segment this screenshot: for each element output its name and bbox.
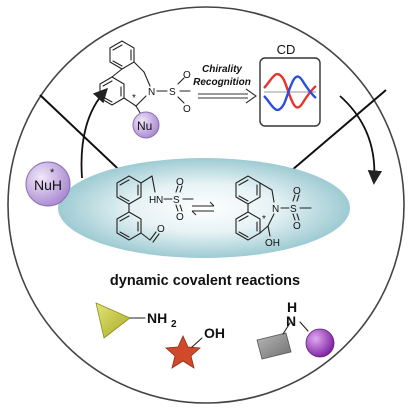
right-o1-atom: O (293, 186, 301, 197)
top-molecule: N S O O * Nu (99, 40, 191, 139)
left-divider-line (39, 94, 133, 183)
left-s-atom: S (173, 195, 180, 206)
nucleophile-group: NuH * (25, 161, 71, 207)
aldehyde-o-atom: O (157, 224, 165, 235)
secondary-amine-group: H N (256, 299, 335, 360)
central-ellipse (58, 158, 350, 258)
gray-rectangle (256, 332, 292, 360)
cyclic-hemiaminal-molecule: N * OH S O O (235, 175, 312, 249)
amine-sub-label: 2 (171, 319, 177, 330)
equilibrium-arrows (191, 201, 215, 216)
right-divider-line (277, 89, 387, 183)
open-aldehyde-molecule: H N S O O O (116, 175, 194, 243)
right-oh-atom: OH (265, 238, 280, 249)
left-o2-atom: O (176, 212, 184, 223)
left-h-atom: H (149, 195, 156, 206)
right-n-atom: N (272, 204, 279, 215)
cd-label: CD (277, 42, 296, 57)
top-s-atom: S (169, 87, 176, 98)
secondary-amine-h-label: H (287, 299, 297, 315)
nu-ball (132, 111, 160, 139)
right-s-atom: S (290, 204, 297, 215)
nuh-star: * (50, 167, 55, 179)
left-n-atom: N (156, 195, 163, 206)
outer-circle (7, 6, 405, 404)
top-o1-atom: O (183, 70, 191, 81)
alcohol-oh-label: OH (204, 325, 225, 341)
recognition-label: Recognition (193, 77, 251, 88)
left-o1-atom: O (176, 177, 184, 188)
nuh-label: NuH (34, 177, 62, 193)
arrow-right-down (339, 95, 383, 185)
amine-group: NH 2 (95, 302, 177, 339)
top-chiral-star: * (132, 93, 136, 104)
nuh-ball (25, 161, 71, 207)
right-o2-atom: O (293, 221, 301, 232)
diagram-title: dynamic covalent reactions (110, 273, 300, 289)
red-star (165, 335, 201, 369)
alcohol-group: OH (165, 325, 225, 369)
top-n-atom: N (148, 87, 155, 98)
cd-curve-red (263, 73, 317, 109)
secondary-amine-n-label: N (286, 313, 296, 329)
purple-ball (305, 328, 335, 358)
top-o2-atom: O (183, 104, 191, 115)
arrow-left-up (80, 87, 108, 179)
yellow-triangle (95, 302, 131, 339)
hollow-arrow (198, 88, 257, 104)
cd-curve-blue (263, 75, 317, 111)
chirality-label: Chirality (202, 64, 242, 75)
right-chiral-star: * (262, 214, 266, 225)
nu-label: Nu (137, 119, 152, 133)
amine-nh-label: NH (147, 310, 167, 326)
